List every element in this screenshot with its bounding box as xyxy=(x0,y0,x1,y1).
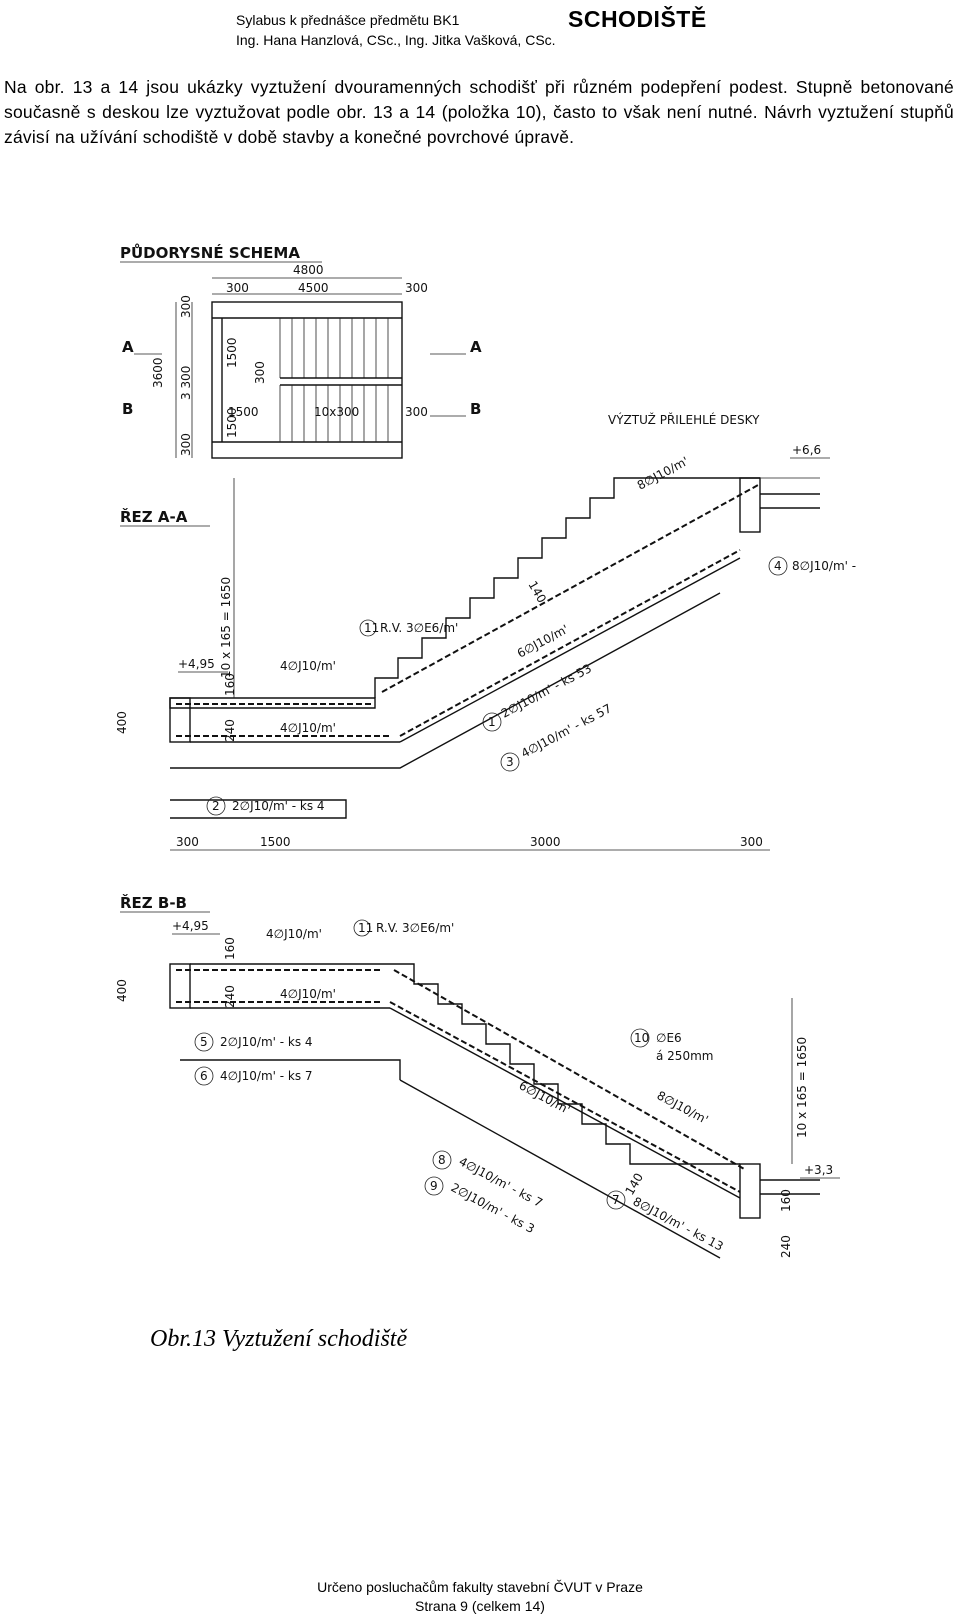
aa-dim-1500: 1500 xyxy=(260,835,291,849)
plan-dim-h3300: 3 300 xyxy=(179,366,193,400)
plan-dim-height: 3600 xyxy=(151,357,165,388)
bb-marker-7: 7 xyxy=(612,1193,620,1207)
aa-dim-300a: 300 xyxy=(176,835,199,849)
plan-dim-left: 300 xyxy=(226,281,249,295)
plan-dim-steps: 10x300 xyxy=(314,405,359,419)
bb-h140: 140 xyxy=(622,1171,646,1198)
aa-h140: 140 xyxy=(525,579,549,606)
aa-marker-4: 4 xyxy=(774,559,782,573)
header-course-info: Sylabus k přednášce předmětu BK1 Ing. Ha… xyxy=(236,10,556,50)
aa-h240: 240 xyxy=(223,719,237,742)
plan-dim-flight-b: 1500 xyxy=(225,407,239,438)
plan-dim-h300b: 300 xyxy=(179,433,193,456)
section-mark-a-right: A xyxy=(470,338,482,356)
plan-dim-span: 4500 xyxy=(298,281,329,295)
aa-h160: 160 xyxy=(223,673,237,696)
plan-treads-upper xyxy=(279,318,389,378)
bb-level-bottom: +3,3 xyxy=(804,1163,833,1177)
bb-item-10b: á 250mm xyxy=(656,1049,713,1063)
bb-marker-8: 8 xyxy=(438,1153,446,1167)
plan-treads-lower xyxy=(279,385,389,442)
plan-dim-gap: 300 xyxy=(253,361,267,384)
plan-title: PŮDORYSNÉ SCHEMA xyxy=(120,242,300,262)
page-footer: Určeno posluchačům fakulty stavební ČVUT… xyxy=(0,1578,960,1616)
section-aa-title: ŘEZ A-A xyxy=(120,507,188,526)
bb-marker-5: 5 xyxy=(200,1035,208,1049)
bb-marker-10: 10 xyxy=(634,1031,649,1045)
plan-dim-h300a: 300 xyxy=(179,295,193,318)
bb-rise: 10 x 165 = 1650 xyxy=(795,1037,809,1138)
plan-dim-total: 4800 xyxy=(293,263,324,277)
aa-rebar-11: R.V. 3∅E6/m' xyxy=(380,621,458,635)
bb-rebar-bottom: 4∅J10/m' xyxy=(280,987,336,1001)
intro-paragraph: Na obr. 13 a 14 jsou ukázky vyztužení dv… xyxy=(4,77,954,147)
section-aa: ŘEZ A-A VÝZTUŽ PŘILEHLÉ DESKY +6,6 10 x … xyxy=(115,412,860,851)
aa-h400: 400 xyxy=(115,711,129,734)
bb-item-7: 8∅J10/m' - ks 13 xyxy=(631,1194,726,1253)
bb-marker-9: 9 xyxy=(430,1179,438,1193)
section-mark-b-left: B xyxy=(122,400,133,418)
plan-schema: PŮDORYSNÉ SCHEMA 4800 300 4500 300 xyxy=(120,242,482,459)
section-bb-title: ŘEZ B-B xyxy=(120,893,187,912)
section-bb: ŘEZ B-B +4,95 400 160 240 10 x 165 = 165… xyxy=(115,893,840,1259)
footer-page-number: Strana 9 (celkem 14) xyxy=(415,1598,545,1614)
header-course-line: Sylabus k přednášce předmětu BK1 xyxy=(236,12,460,28)
aa-rebar-upper: 8∅J10/m' xyxy=(635,454,691,493)
bb-item-5: 2∅J10/m' - ks 4 xyxy=(220,1035,313,1049)
section-mark-a-left: A xyxy=(122,338,134,356)
aa-level-landing: +4,95 xyxy=(178,657,215,671)
bb-level-landing: +4,95 xyxy=(172,919,209,933)
aa-marker-11: 11 xyxy=(364,621,379,635)
aa-item-1: 2∅J10/m' - ks 53 xyxy=(499,661,594,720)
plan-dim-right: 300 xyxy=(405,281,428,295)
stair-reinforcement-drawing: PŮDORYSNÉ SCHEMA 4800 300 4500 300 xyxy=(115,242,860,1259)
aa-marker-3: 3 xyxy=(506,755,514,769)
plan-dim-end: 300 xyxy=(405,405,428,419)
aa-marker-2: 2 xyxy=(212,799,220,813)
aa-rebar-top: 4∅J10/m' xyxy=(280,659,336,673)
plan-dim-landing: 1500 xyxy=(228,405,259,419)
footer-audience: Určeno posluchačům fakulty stavební ČVUT… xyxy=(317,1579,643,1595)
bb-item-10: ∅E6 xyxy=(656,1031,682,1045)
level-top: +6,6 xyxy=(792,443,821,457)
aa-marker-1: 1 xyxy=(488,715,496,729)
aa-dim-300b: 300 xyxy=(740,835,763,849)
aa-rise: 10 x 165 = 1650 xyxy=(219,577,233,678)
bb-h160a: 160 xyxy=(223,937,237,960)
adjacent-slab-note: VÝZTUŽ PŘILEHLÉ DESKY xyxy=(608,412,760,427)
header-authors-line: Ing. Hana Hanzlová, CSc., Ing. Jitka Vaš… xyxy=(236,32,556,48)
bb-h400: 400 xyxy=(115,979,129,1002)
aa-item-3: 4∅J10/m' - ks 57 xyxy=(519,701,614,760)
aa-item-2: 2∅J10/m' - ks 4 xyxy=(232,799,325,813)
aa-dim-3000: 3000 xyxy=(530,835,561,849)
bb-h160b: 160 xyxy=(779,1189,793,1212)
bb-rebar-8u: 8∅J10/m' xyxy=(655,1088,711,1127)
bb-h240b: 240 xyxy=(779,1235,793,1258)
aa-rebar-bottom: 4∅J10/m' xyxy=(280,721,336,735)
plan-dim-flight-a: 1500 xyxy=(225,337,239,368)
bb-rebar-top: 4∅J10/m' xyxy=(266,927,322,941)
figure-caption: Obr.13 Vyztužení schodiště xyxy=(150,1326,408,1352)
bb-item-6: 4∅J10/m' - ks 7 xyxy=(220,1069,313,1083)
aa-item-4: 8∅J10/m' - ks 13 xyxy=(792,559,860,573)
bb-marker-11: 11 xyxy=(358,921,373,935)
bb-rebar-11: R.V. 3∅E6/m' xyxy=(376,921,454,935)
section-mark-b-right: B xyxy=(470,400,481,418)
bb-h240a: 240 xyxy=(223,985,237,1008)
header-title: SCHODIŠTĚ xyxy=(568,6,707,32)
bb-marker-6: 6 xyxy=(200,1069,208,1083)
